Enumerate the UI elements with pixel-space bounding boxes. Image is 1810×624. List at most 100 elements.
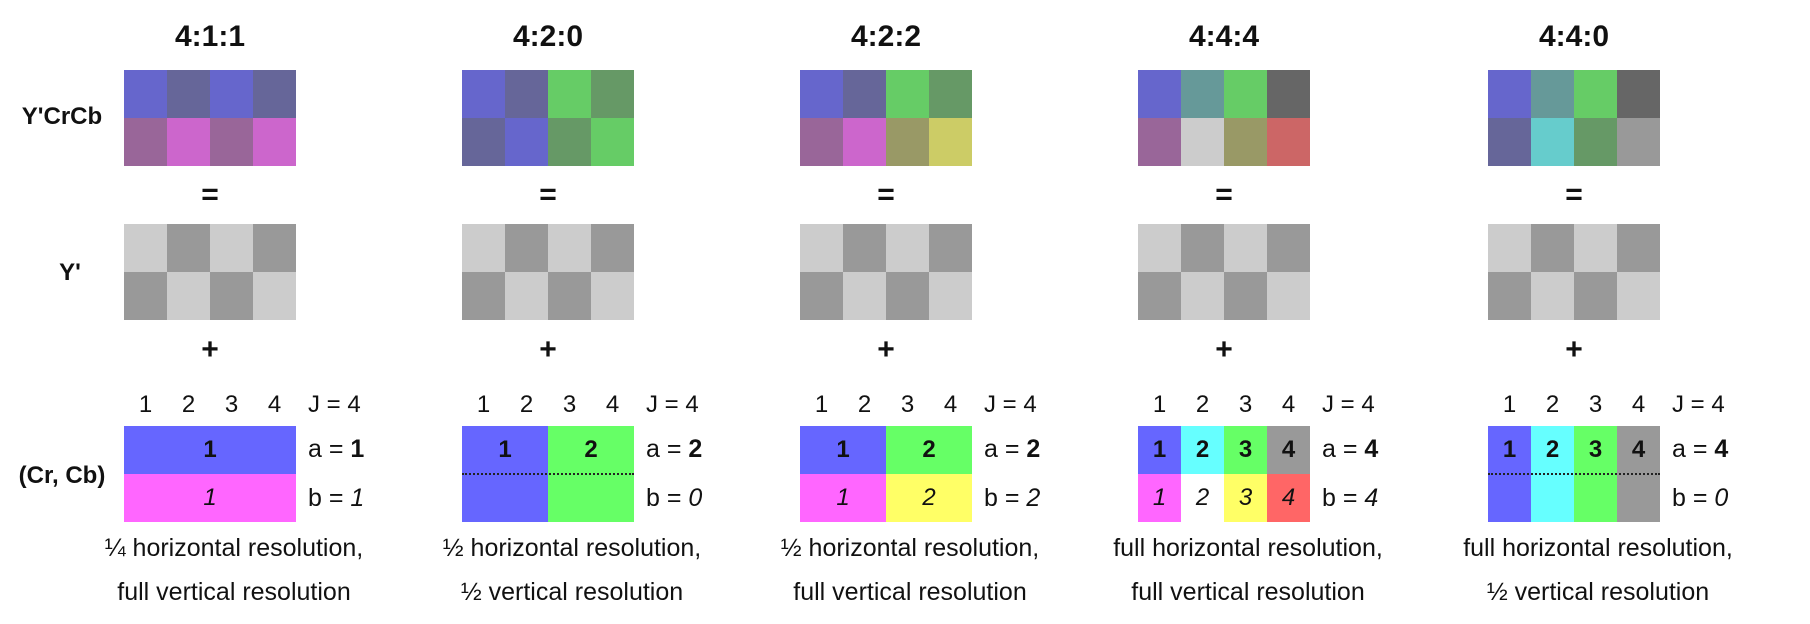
ycrcb-cell	[1267, 70, 1310, 118]
luma-cell	[1574, 224, 1617, 272]
ycrcb-cell	[1488, 70, 1531, 118]
chroma-top-block: 1	[1138, 426, 1181, 474]
ycrcb-cell	[1181, 118, 1224, 166]
luma-cell	[1267, 224, 1310, 272]
a-label-text: a =	[308, 435, 351, 463]
dotted-divider	[462, 473, 634, 475]
chroma-top-block: 4	[1617, 426, 1660, 474]
chroma-top-block: 1	[462, 426, 548, 474]
column-number: 2	[1545, 391, 1560, 418]
luma-cell	[505, 272, 548, 320]
column-number: 4	[267, 391, 282, 418]
resolution-caption: ½ horizontal resolution, full vertical re…	[750, 526, 1070, 614]
column-number: 2	[857, 391, 872, 418]
ycrcb-cell	[505, 70, 548, 118]
luma-cell	[1224, 272, 1267, 320]
ycrcb-cell	[124, 70, 167, 118]
ycrcb-cell	[167, 118, 210, 166]
ycrcb-grid	[1138, 70, 1310, 166]
a-value: 2	[1026, 435, 1041, 463]
a-label: a = 2	[984, 435, 1040, 464]
luma-cell	[1531, 224, 1574, 272]
column-number: 2	[181, 391, 196, 418]
b-label: b = 2	[984, 484, 1040, 513]
ycrcb-cell	[210, 70, 253, 118]
ycrcb-cell	[462, 70, 505, 118]
j-label: J = 4	[984, 391, 1037, 418]
luma-cell	[1617, 224, 1660, 272]
luma-cell	[591, 272, 634, 320]
ycrcb-cell	[886, 70, 929, 118]
ycrcb-cell	[1617, 70, 1660, 118]
luma-cell	[1181, 224, 1224, 272]
luma-cell	[929, 224, 972, 272]
column-number: 1	[1502, 391, 1517, 418]
resolution-caption: full horizontal resolution,½ vertical re…	[1438, 526, 1758, 614]
ycrcb-grid	[462, 70, 634, 166]
plus-sign: +	[1215, 333, 1233, 366]
luma-cell	[800, 272, 843, 320]
equals-sign: =	[201, 178, 219, 211]
caption-line: ½ vertical resolution	[1486, 578, 1710, 606]
ycrcb-cell	[210, 118, 253, 166]
ycrcb-cell	[505, 118, 548, 166]
ycrcb-cell	[929, 70, 972, 118]
caption-line: full vertical resolution	[1131, 578, 1365, 606]
resolution-caption: ¼ horizontal resolution,full vertical re…	[74, 526, 394, 614]
ycrcb-cell	[929, 118, 972, 166]
chroma-bottom-block: 1	[124, 474, 296, 522]
caption-line: full vertical resolution	[793, 578, 1027, 606]
luma-cell	[210, 272, 253, 320]
chroma-top-block: 3	[1574, 426, 1617, 474]
ycrcb-cell	[1138, 70, 1181, 118]
ycrcb-cell	[800, 70, 843, 118]
luma-cell	[253, 272, 296, 320]
ycrcb-cell	[591, 70, 634, 118]
a-label-text: a =	[1672, 435, 1715, 463]
luma-cell	[1488, 272, 1531, 320]
luma-cell	[253, 224, 296, 272]
scheme-title: 4:4:0	[1538, 20, 1610, 53]
ycrcb-cell	[1267, 118, 1310, 166]
ycrcb-cell	[843, 118, 886, 166]
luma-cell	[1138, 224, 1181, 272]
row-label-y: Y'	[59, 259, 81, 286]
caption-line: full vertical resolution	[117, 578, 351, 606]
ycrcb-cell	[886, 118, 929, 166]
luma-cell	[1181, 272, 1224, 320]
chroma-bottom-block: 2	[886, 474, 972, 522]
caption-line: ½ horizontal resolution,	[442, 534, 702, 562]
chroma-bottom-block: 4	[1267, 474, 1310, 522]
luma-cell	[929, 272, 972, 320]
ycrcb-cell	[548, 118, 591, 166]
column-number: 2	[519, 391, 534, 418]
chroma-top-block: 1	[124, 426, 296, 474]
luma-grid	[1488, 224, 1660, 320]
luma-cell	[843, 272, 886, 320]
a-label-text: a =	[984, 435, 1027, 463]
column-number: 4	[943, 391, 958, 418]
plus-sign: +	[201, 333, 219, 366]
ycrcb-cell	[1617, 118, 1660, 166]
plus-sign: +	[877, 333, 895, 366]
chroma-top-block: 2	[1531, 426, 1574, 474]
column-number: 1	[1152, 391, 1167, 418]
luma-cell	[124, 272, 167, 320]
chroma-top-block: 2	[886, 426, 972, 474]
a-label: a = 2	[646, 435, 702, 464]
a-value: 2	[688, 435, 703, 463]
row-label-ycrcb: Y'CrCb	[21, 103, 103, 130]
chroma-bottom-block	[1488, 474, 1531, 522]
b-value: 4	[1364, 484, 1379, 512]
a-label: a = 1	[308, 435, 364, 464]
column-number: 3	[1588, 391, 1603, 418]
ycrcb-cell	[1531, 70, 1574, 118]
b-value: 0	[1714, 484, 1729, 512]
caption-line: ½ horizontal resolution,	[780, 534, 1040, 562]
chroma-top-block: 3	[1224, 426, 1267, 474]
luma-cell	[1531, 272, 1574, 320]
a-value: 4	[1714, 435, 1729, 463]
equals-sign: =	[539, 178, 557, 211]
